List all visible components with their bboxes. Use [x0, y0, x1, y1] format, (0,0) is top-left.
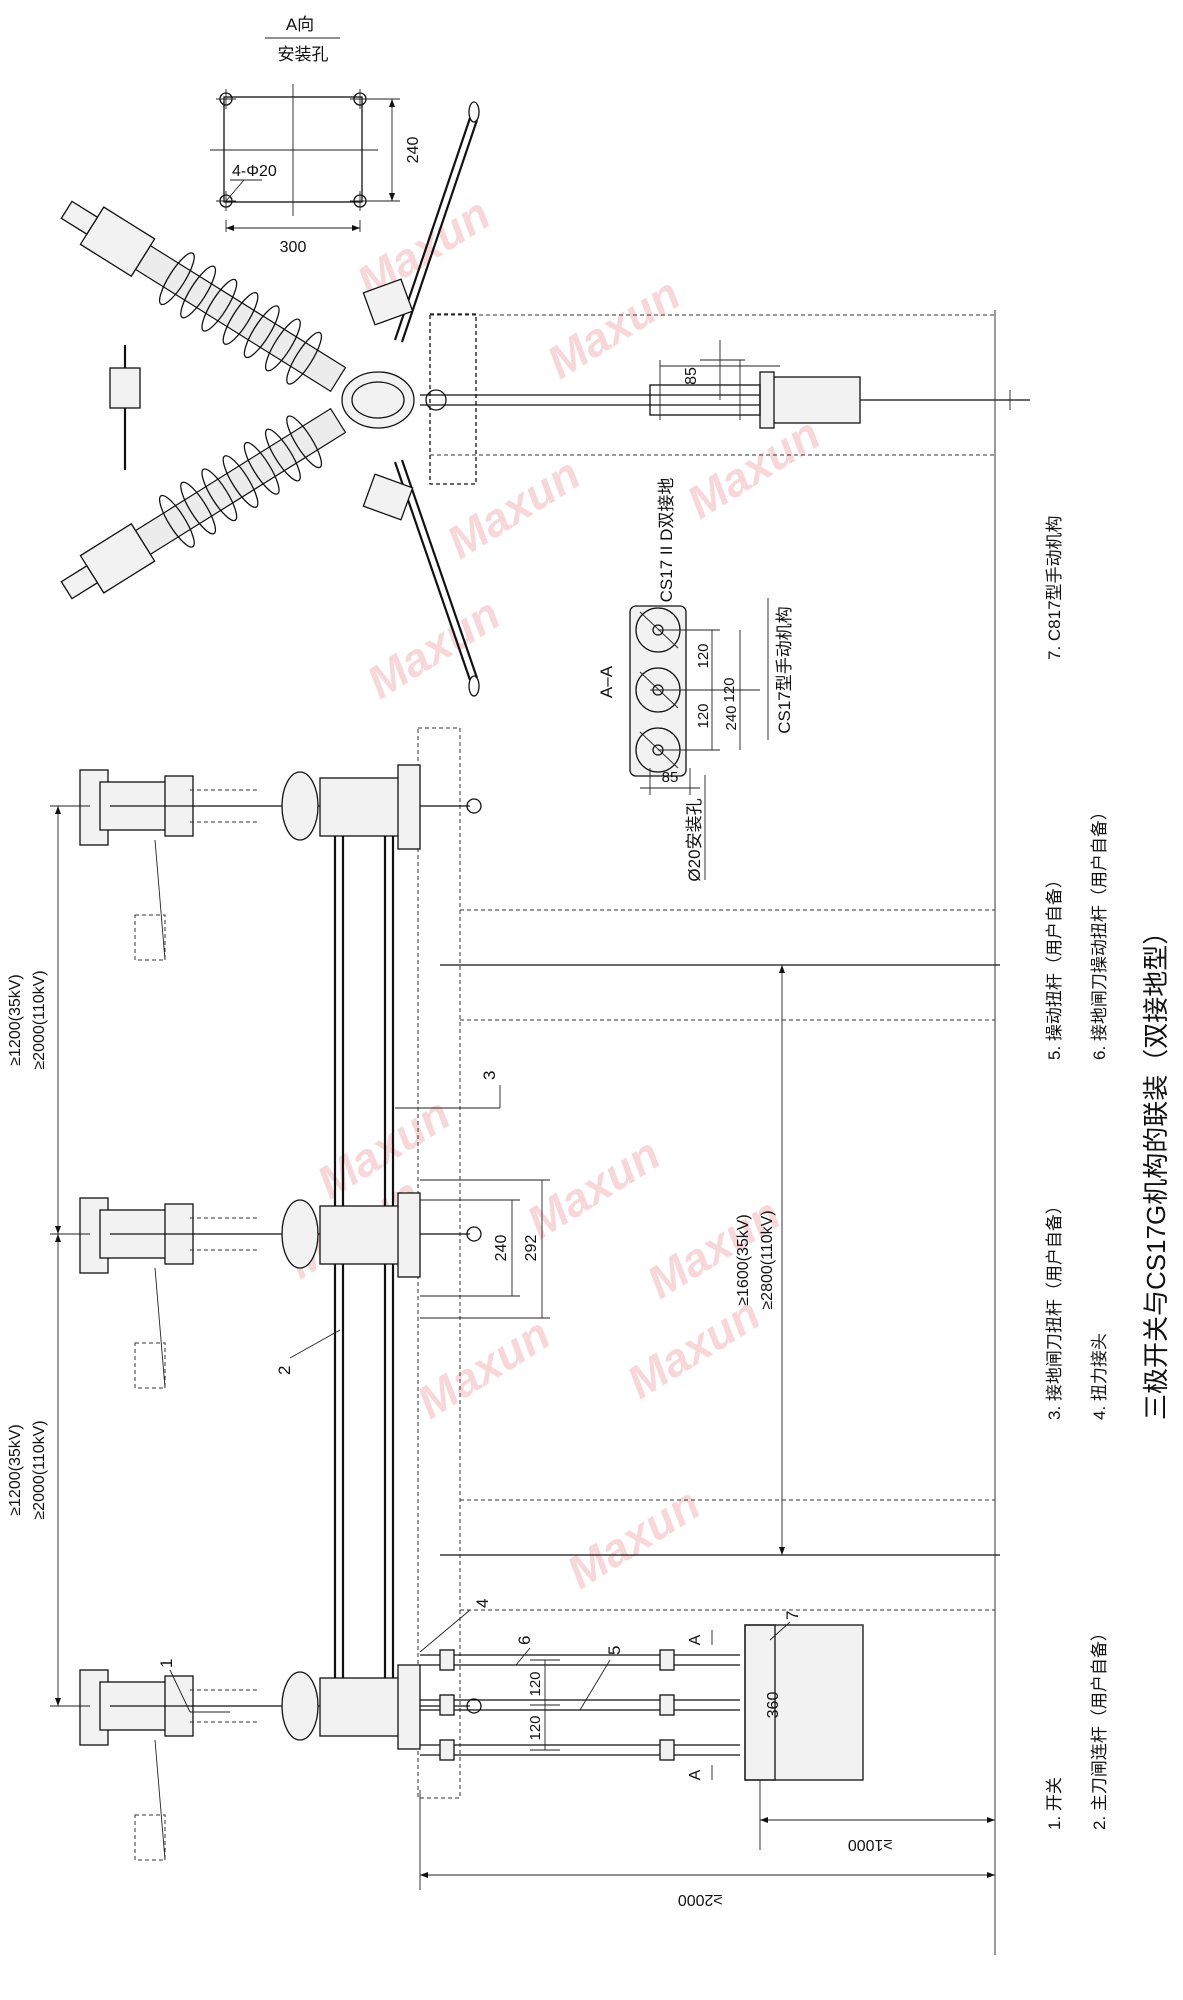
callout-6: 6 — [515, 1636, 534, 1645]
aa-hole: Ø20安装孔 — [685, 798, 704, 881]
section-mark-top: A — [687, 1634, 704, 1645]
pitch-1-35kv: ≥1200(35kV) — [7, 974, 24, 1066]
callout-4: 4 — [473, 1599, 492, 1608]
reference-frames — [430, 310, 1000, 1955]
pole-2 — [79, 1192, 482, 1389]
legend-item-3: 3. 接地闸刀扭杆（用户自备） — [1045, 1197, 1064, 1420]
gap-35kv: ≥1600(35kV) — [735, 1214, 752, 1306]
callout-5: 5 — [605, 1646, 624, 1655]
aa-dim-120-3: 120 — [721, 677, 738, 702]
mounting-plate-view: A向 安装孔 4-Φ20 300 240 — [210, 15, 422, 256]
label-cs17-double: CS17 II D双接地 — [657, 478, 676, 603]
dim-1000: ≥1000 — [848, 1836, 892, 1853]
aa-dim-85: 85 — [662, 769, 679, 786]
pitch-2-35kv: ≥1200(35kV) — [7, 1424, 24, 1516]
legend-item-1: 1. 开关 — [1045, 1777, 1064, 1830]
dim-300: 300 — [280, 239, 307, 256]
pitch-dimensions: ≥1200(35kV) ≥2000(110kV) ≥1200(35kV) ≥20… — [7, 805, 90, 1707]
watermark-5: Maxun — [358, 587, 509, 708]
aa-dim-240: 240 — [723, 705, 740, 730]
legend-item-5: 5. 操动扭杆（用户自备） — [1045, 871, 1064, 1060]
dim-360: 360 — [765, 1692, 782, 1719]
callout-2: 2 — [275, 1366, 294, 1375]
dim-120-a: 120 — [527, 1671, 544, 1696]
dim-85-top: 85 — [683, 367, 700, 385]
aa-dim-120-2: 120 — [695, 703, 712, 728]
watermark-7: Maxun — [518, 1127, 669, 1248]
watermark-11: Maxun — [558, 1477, 709, 1598]
gap-110kv: ≥2800(110kV) — [759, 1210, 776, 1309]
section-mark-bottom: A — [687, 1769, 704, 1780]
middle-dimensions: 240 292 — [420, 1179, 550, 1319]
main-title: 三极开关与CS17G机构的联装（双接地型） — [1141, 919, 1171, 1420]
pole-1 — [79, 764, 482, 961]
legend-item-6: 6. 接地闸刀操动扭杆（用户自备） — [1090, 803, 1109, 1060]
view-title: A向 — [286, 15, 314, 34]
operating-rods: 120 120 360 A A — [420, 1624, 864, 1781]
hole-label: 4-Φ20 — [232, 163, 277, 180]
callout-3: 3 — [480, 1071, 499, 1080]
legend-item-7: 7. C817型手动机构 — [1045, 515, 1064, 660]
view-subtitle: 安装孔 — [278, 45, 329, 64]
legend-item-2: 2. 主刀闸连杆（用户自备） — [1090, 1624, 1109, 1830]
section-aa-title: A–A — [597, 665, 616, 698]
dim-2000: ≥2000 — [678, 1891, 722, 1908]
aa-dim-120-1: 120 — [695, 643, 712, 668]
pitch-2-110kv: ≥2000(110kV) — [31, 1420, 48, 1519]
legend-item-4: 4. 扭力接头 — [1090, 1333, 1109, 1420]
dim-240-mid: 240 — [493, 1235, 510, 1262]
watermark-9: Maxun — [408, 1307, 559, 1428]
pole-3 — [79, 1664, 482, 1861]
watermark-2: Maxun — [538, 267, 689, 388]
dim-240-top: 240 — [405, 137, 422, 164]
watermark-3: Maxun — [438, 447, 589, 568]
label-cs17-mech: CS17型手动机构 — [775, 606, 794, 734]
section-aa: A–A 120 120 120 240 CS17型手动机构 85 Ø20安装孔 — [597, 598, 794, 882]
callout-7: 7 — [783, 1611, 802, 1620]
gap-dimension: ≥1600(35kV) ≥2800(110kV) — [735, 965, 785, 1555]
callout-1: 1 — [157, 1659, 176, 1668]
pitch-1-110kv: ≥2000(110kV) — [31, 970, 48, 1069]
dim-292-mid: 292 — [523, 1235, 540, 1262]
dim-120-b: 120 — [527, 1715, 544, 1740]
watermark-4: Maxun — [678, 407, 829, 528]
switch-plan-view: 85 CS17 II D双接地 — [60, 101, 1030, 697]
callouts: 1 2 3 4 6 5 7 — [157, 1071, 802, 1713]
legend: 1. 开关 2. 主刀闸连杆（用户自备） 3. 接地闸刀扭杆（用户自备） 4. … — [1045, 515, 1171, 1830]
bottom-dimensions: ≥1000 ≥2000 — [419, 1780, 995, 1908]
